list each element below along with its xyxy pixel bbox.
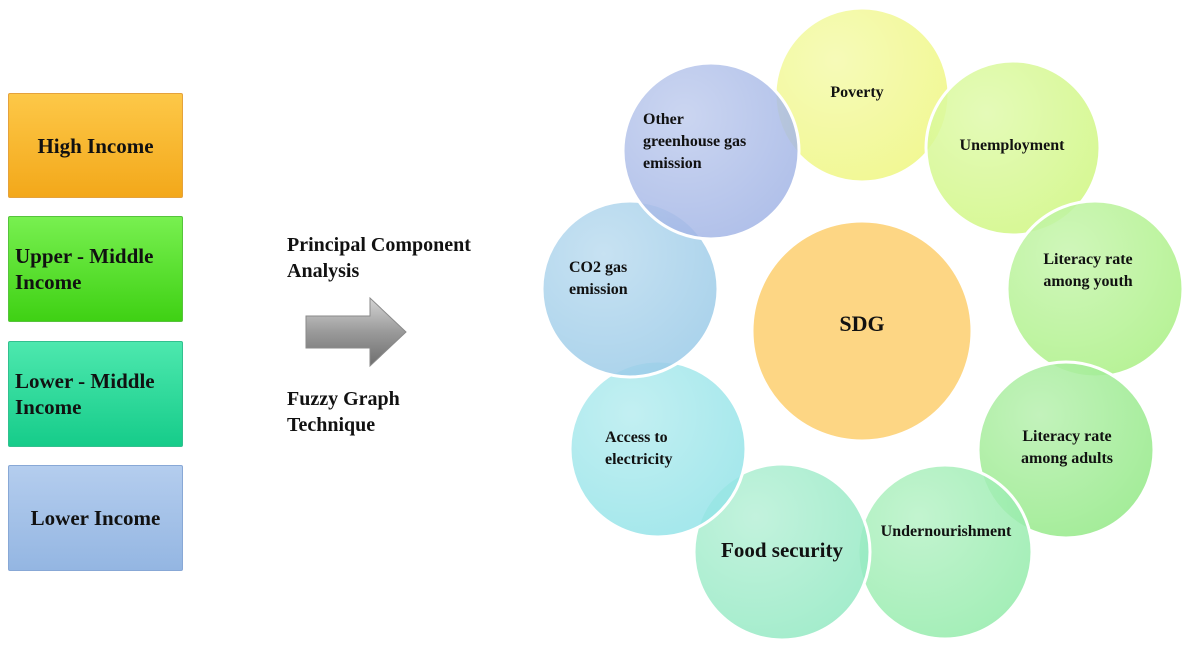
indicator-circle-highlight	[623, 63, 799, 239]
indicator-label: Food security	[721, 538, 843, 562]
income-label-high: High Income	[37, 133, 154, 158]
arrow-right-icon	[305, 296, 407, 368]
indicator-circle-highlight	[775, 8, 949, 182]
method-pca-label: Principal Component Analysis	[287, 234, 471, 282]
indicator-circle-highlight	[570, 361, 746, 537]
indicator-label: Poverty	[830, 84, 884, 101]
indicator-circle-highlight	[978, 362, 1154, 538]
sdg-center-circle	[750, 219, 974, 443]
income-label-lower-middle: Lower - Middle Income	[15, 369, 155, 419]
indicator-label: Undernourishment	[880, 523, 1012, 540]
indicator-label: Unemployment	[959, 137, 1065, 154]
income-box-high: High Income	[8, 93, 183, 198]
income-box-lower: Lower Income	[8, 465, 183, 571]
income-box-lower-middle: Lower - Middle Income	[8, 341, 183, 447]
income-box-upper-middle: Upper - Middle Income	[8, 216, 183, 322]
income-label-upper-middle: Upper - Middle Income	[15, 244, 154, 294]
indicator-circle-highlight	[542, 201, 718, 377]
sdg-center-label: SDG	[839, 311, 885, 336]
indicator-circle-highlight	[1007, 201, 1183, 377]
method-fuzzy-label: Fuzzy Graph Technique	[287, 388, 400, 436]
indicator-circle-highlight	[694, 464, 870, 640]
indicator-circle-highlight	[858, 465, 1032, 639]
indicator-circle-highlight	[926, 61, 1100, 235]
income-label-lower: Lower Income	[30, 506, 161, 530]
